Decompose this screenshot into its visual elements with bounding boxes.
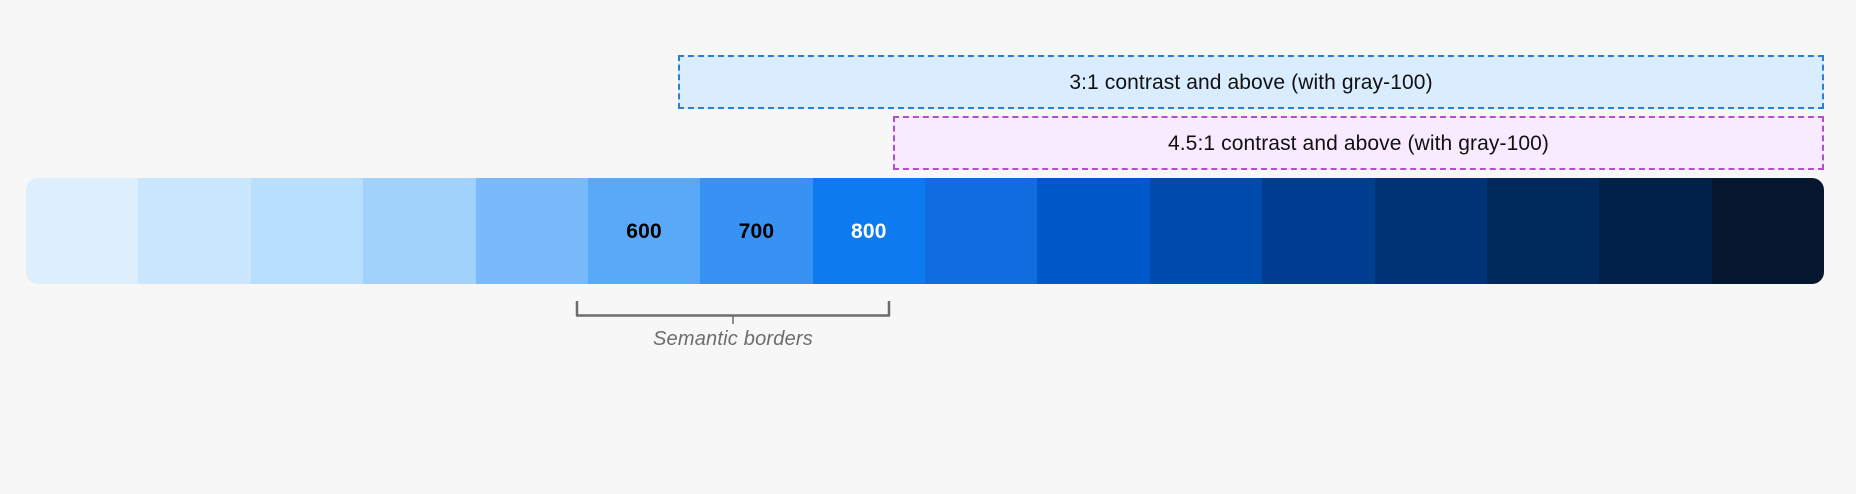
color-swatch[interactable] [1374,178,1487,284]
color-swatch[interactable] [1149,178,1263,284]
contrast-annotation-3to1-label: 3:1 contrast and above (with gray-100) [1069,70,1433,94]
color-swatch[interactable] [1711,178,1824,284]
semantic-borders-label: Semantic borders [653,328,813,350]
color-swatch[interactable] [475,178,588,284]
contrast-annotation-45to1: 4.5:1 contrast and above (with gray-100) [893,116,1824,170]
color-swatch[interactable]: 700 [700,178,813,284]
color-swatch-strip: 600 700 800 [26,178,1824,284]
color-swatch[interactable]: 800 [812,178,925,284]
color-swatch[interactable] [1262,178,1375,284]
color-swatch[interactable]: 600 [587,178,701,284]
color-swatch[interactable] [925,178,1038,284]
color-swatch[interactable] [138,178,251,284]
color-swatch-label: 700 [738,219,775,243]
semantic-borders-bracket [570,300,896,324]
color-swatch[interactable] [26,178,139,284]
color-swatch[interactable] [363,178,476,284]
contrast-annotation-3to1: 3:1 contrast and above (with gray-100) [678,55,1824,109]
color-swatch[interactable] [1599,178,1712,284]
color-swatch-label: 600 [626,219,662,243]
color-swatch-label: 800 [850,219,887,243]
color-swatch[interactable] [250,178,364,284]
color-swatch[interactable] [1037,178,1150,284]
contrast-annotation-45to1-label: 4.5:1 contrast and above (with gray-100) [1167,131,1550,155]
color-swatch[interactable] [1486,178,1600,284]
